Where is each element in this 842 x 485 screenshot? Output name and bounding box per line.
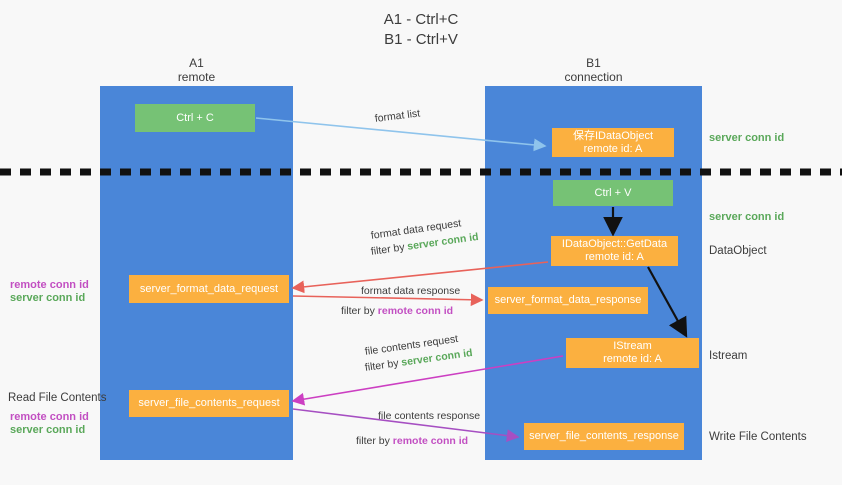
box-idataobject-getdata[interactable]: IDataObject::GetData remote id: A [551,236,678,266]
label-write-file-contents: Write File Contents [709,431,807,443]
label-server-conn-id-mid: server conn id [709,211,785,223]
box-ctrl-c[interactable]: Ctrl + C [135,104,255,132]
box-istream[interactable]: IStream remote id: A [566,338,699,368]
label-server-conn-id-2: server conn id [10,424,86,436]
lane-header-a1: A1 remote [177,56,216,84]
filter-prefix: filter by [341,305,378,317]
edge-label-format-list: format list [374,107,421,125]
label-server-conn-id-top: server conn id [709,132,785,144]
lane-header-b1: B1 connection [564,56,623,84]
label-server-conn-id-1: server conn id [10,292,86,304]
label-read-file-contents: Read File Contents [8,392,107,404]
page-title: A1 - Ctrl+C B1 - Ctrl+V [383,11,459,48]
box-ctrl-v[interactable]: Ctrl + V [553,180,673,206]
edge-label-format-data-response: format data response [361,285,461,297]
box-server-file-contents-request[interactable]: server_file_contents_request [129,390,289,417]
label-remote-conn-id-1: remote conn id [10,279,89,291]
label-dataobject: DataObject [709,245,767,257]
filter-prefix: filter by [364,356,403,374]
box-idataobject[interactable]: 保存IDataObject remote id: A [552,128,674,157]
label-remote-conn-id-2: remote conn id [10,411,89,423]
filter-value: remote conn id [392,435,469,447]
filter-prefix: filter by [370,240,409,258]
edge-label-format-data-response-filter: filter by remote conn id [341,304,453,318]
edge-label-file-contents-response-filter: filter by remote conn id [356,434,468,448]
box-server-file-contents-response[interactable]: server_file_contents_response [524,423,684,450]
label-istream: Istream [709,350,748,362]
edge-label-file-contents-response: file contents response [378,410,481,422]
filter-value: remote conn id [377,305,454,317]
box-server-format-data-request[interactable]: server_format_data_request [129,275,289,303]
filter-prefix: filter by [356,435,393,447]
box-server-format-data-response[interactable]: server_format_data_response [488,287,648,314]
